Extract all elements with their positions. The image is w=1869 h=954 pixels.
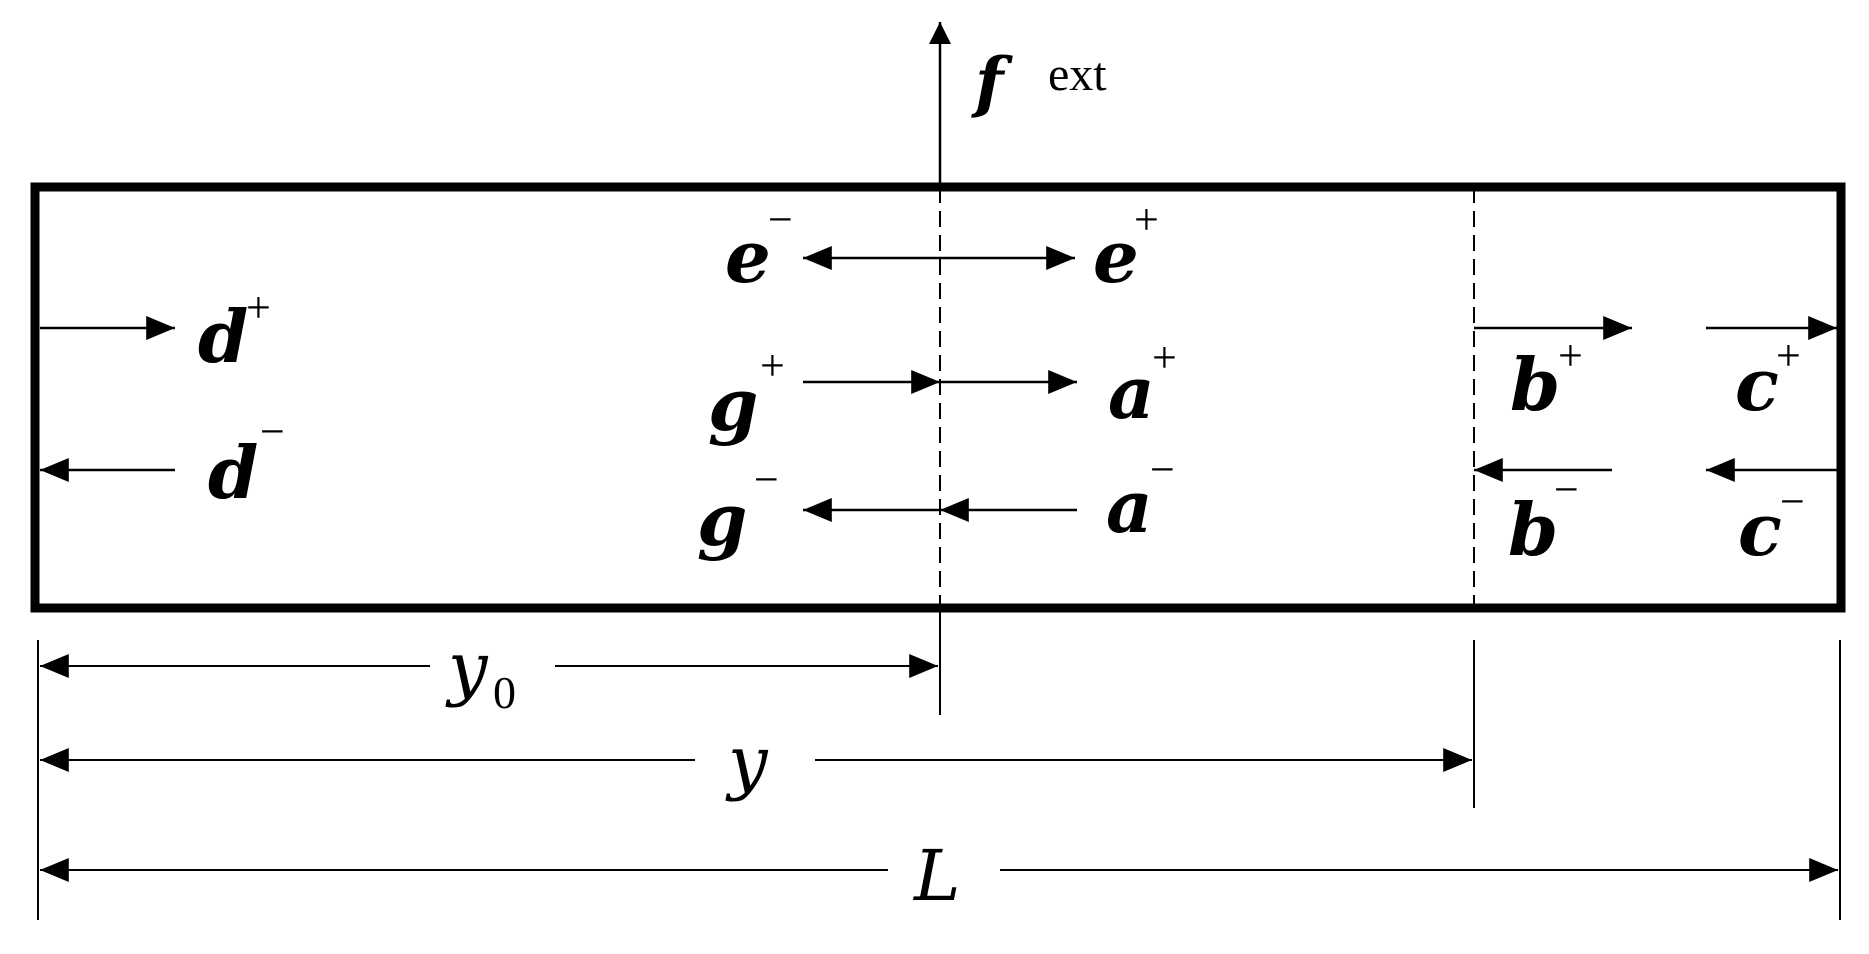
d-plus-label: d [198, 294, 248, 379]
a-plus-label: a [1108, 350, 1155, 435]
beam-body [30, 182, 1846, 613]
e-minus-sign: − [768, 195, 793, 244]
g-plus-label: g [708, 362, 758, 447]
y0-label: y [445, 627, 489, 709]
c-minus-label: c [1738, 487, 1782, 572]
a-minus-sign: − [1150, 445, 1175, 494]
e-plus-label: e [1093, 214, 1139, 299]
d-minus-sign: − [260, 407, 285, 456]
force-label: f [971, 43, 1013, 121]
b-plus-label: b [1510, 342, 1560, 427]
d-plus-sign: + [246, 283, 271, 332]
d-minus-label: d [208, 430, 258, 515]
g-minus-sign: − [754, 455, 779, 504]
y-label: y [725, 721, 769, 803]
a-plus-sign: + [1152, 333, 1177, 382]
g-minus-label: g [697, 477, 747, 562]
c-plus-sign: + [1776, 331, 1801, 380]
b-minus-sign: − [1554, 465, 1579, 514]
c-plus-label: c [1735, 342, 1779, 427]
c-minus-sign: − [1780, 477, 1805, 526]
e-plus-sign: + [1134, 195, 1159, 244]
force-subscript: ext [1048, 48, 1107, 101]
g-plus-sign: + [760, 341, 785, 390]
e-minus-label: e [725, 214, 771, 299]
b-minus-label: b [1508, 487, 1558, 572]
y0-subscript: 0 [493, 667, 516, 718]
a-minus-label: a [1106, 464, 1153, 549]
b-plus-sign: + [1558, 331, 1583, 380]
L-label: L [912, 835, 960, 917]
